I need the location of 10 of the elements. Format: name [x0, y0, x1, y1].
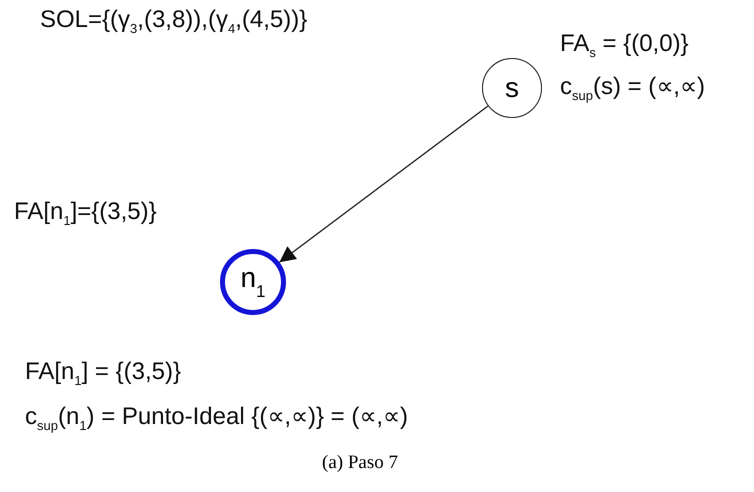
- solution-set: SOL={(γ$_{3}$,(3,8)),(γ$_{4}$,(4,5))}: [40, 6, 308, 37]
- annotation: c$_{sup}$(s) = (∝,∝): [560, 73, 705, 104]
- node-label: n$_{1}$: [240, 262, 266, 302]
- caption: (a) Paso 7: [322, 452, 398, 474]
- arrow: [279, 105, 488, 263]
- annotation: c$_{sup}$(n$_{1}$) = Punto-Ideal {(∝,∝)} = (∝,∝): [25, 403, 408, 434]
- annotation: FA[n$_{1}$]={(3,5)}: [14, 198, 157, 229]
- annotation: FA[n$_{1}$] = {(3,5)}: [25, 358, 181, 389]
- node-label: s: [505, 72, 519, 104]
- annotation: FA$_{s}$ = {(0,0)}: [560, 30, 689, 61]
